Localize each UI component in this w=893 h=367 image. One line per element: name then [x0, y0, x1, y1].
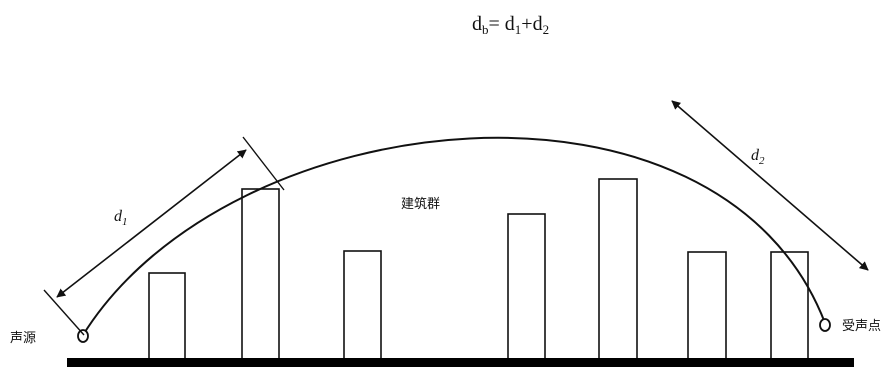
- d1-label-sub: 1: [122, 216, 128, 228]
- d2-dimension-arrow: [671, 100, 869, 271]
- building-6: [687, 251, 727, 360]
- d1-label: d1: [114, 208, 128, 228]
- d1-extension-line-left: [43, 289, 85, 336]
- formula-term2-sub: 2: [543, 22, 550, 37]
- d2-label-sub: 2: [759, 155, 765, 167]
- source-label: 声源: [10, 331, 36, 346]
- d1-dimension-arrow: [56, 149, 247, 298]
- d1-extension-line-right: [242, 136, 285, 191]
- building-2: [241, 188, 280, 360]
- building-4: [507, 213, 546, 360]
- formula-equals: =: [489, 13, 505, 35]
- formula: db= d1+d2: [472, 13, 549, 37]
- formula-term2-var: d: [533, 13, 543, 35]
- d2-label: d2: [751, 147, 765, 167]
- building-5: [598, 178, 638, 360]
- formula-lhs-sub: b: [482, 22, 489, 37]
- buildings-label: 建筑群: [401, 196, 440, 212]
- receiver-point-icon: [819, 318, 831, 332]
- building-1: [148, 272, 186, 360]
- formula-lhs-var: d: [472, 13, 482, 35]
- d1-label-var: d: [114, 208, 123, 225]
- formula-term1-var: d: [505, 13, 515, 35]
- ground-line: [67, 358, 854, 367]
- d2-label-var: d: [751, 147, 760, 164]
- building-3: [343, 250, 382, 360]
- formula-plus: +: [521, 13, 532, 35]
- source-point-icon: [77, 329, 89, 343]
- receiver-label: 受声点: [842, 319, 881, 334]
- building-7: [770, 251, 809, 360]
- formula-term1-sub: 1: [515, 22, 522, 37]
